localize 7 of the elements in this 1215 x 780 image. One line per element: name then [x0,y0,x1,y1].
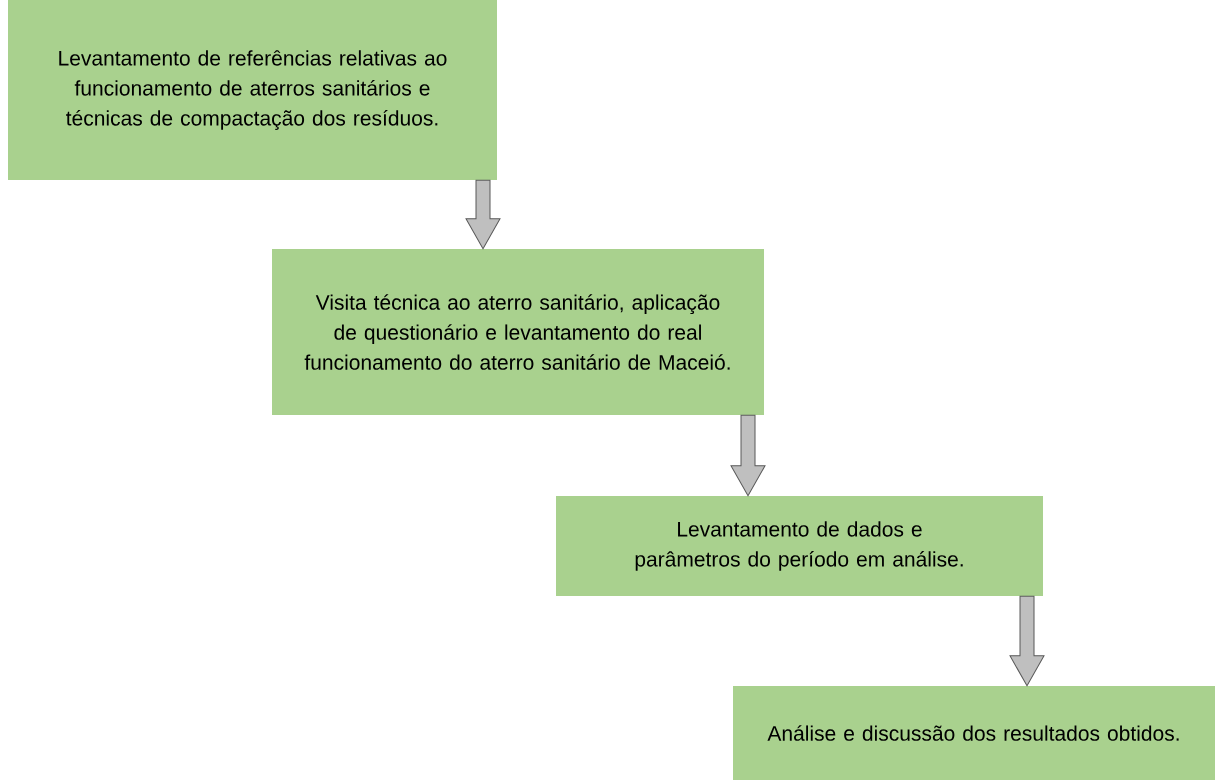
block-arrow [730,414,766,497]
block-arrow [1009,595,1045,687]
process-box: Levantamento de referências relativas ao funcionamento de aterros sanitários e técnicas de compactação dos resíduos. [8,0,497,180]
process-box: Análise e discussão dos resultados obtidos. [733,686,1215,780]
block-arrow [465,179,501,250]
process-box: Levantamento de dados e parâmetros do período em análise. [556,496,1043,596]
process-box: Visita técnica ao aterro sanitário, aplicação de questionário e levantamento do real funcionamento do aterro sanitário de Maceió. [272,249,764,415]
